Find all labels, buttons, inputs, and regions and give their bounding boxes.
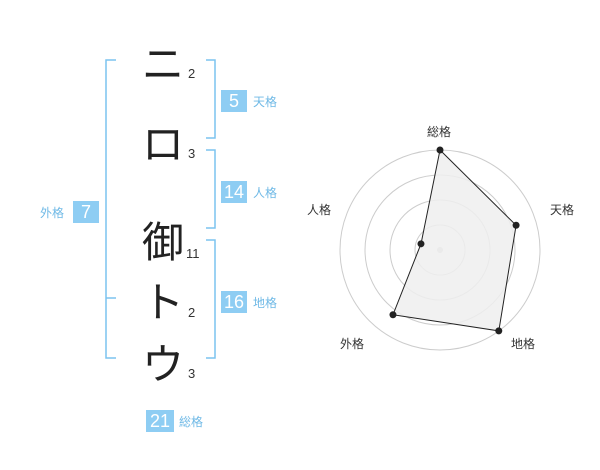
name-char-3: 御 xyxy=(142,218,185,267)
radar-point-0 xyxy=(436,146,444,154)
gai-label: 外格 xyxy=(40,206,65,220)
gai-value-box: 7 xyxy=(73,201,99,223)
radar-axis-label-chi: 地格 xyxy=(511,337,536,351)
sou-value-box: 21 xyxy=(146,410,174,432)
sou-label: 総格 xyxy=(179,415,204,429)
chi-label: 地格 xyxy=(253,296,278,310)
gai-bracket xyxy=(105,59,116,359)
name-char-4: ト xyxy=(142,278,185,327)
stroke-count-5: 3 xyxy=(188,366,196,381)
name-char-5: ウ xyxy=(142,340,185,389)
radar-point-3 xyxy=(389,311,397,319)
radar-point-4 xyxy=(417,240,425,248)
ten-bracket xyxy=(206,59,216,139)
radar-axis-label-sou: 総格 xyxy=(427,125,452,139)
jin-value-box: 14 xyxy=(221,181,247,203)
name-char-1: ニ xyxy=(142,40,185,89)
radar-axis-label-gai: 外格 xyxy=(340,337,365,351)
ten-value-box: 5 xyxy=(221,90,247,112)
stroke-count-1: 2 xyxy=(188,66,196,81)
jin-bracket xyxy=(206,149,216,229)
radar-axis-label-ten: 天格 xyxy=(550,203,575,217)
stroke-count-2: 3 xyxy=(188,146,196,161)
radar-point-1 xyxy=(512,221,520,229)
ten-label: 天格 xyxy=(253,95,278,109)
chi-bracket xyxy=(206,239,216,359)
chi-value-box: 16 xyxy=(221,291,247,313)
name-char-2: ロ xyxy=(142,120,185,169)
stroke-count-3: 11 xyxy=(186,246,200,261)
stroke-count-4: 2 xyxy=(188,305,196,320)
radar-area xyxy=(392,148,517,332)
radar-point-2 xyxy=(495,327,503,335)
radar-axis-label-jin: 人格 xyxy=(307,203,332,217)
jin-label: 人格 xyxy=(253,186,278,200)
